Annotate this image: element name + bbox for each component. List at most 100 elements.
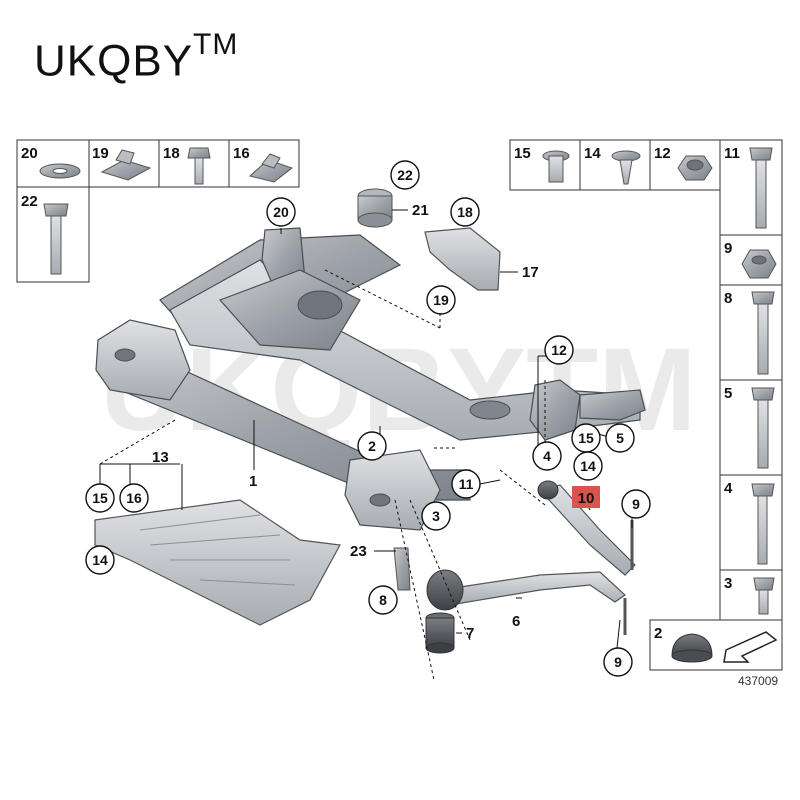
callout-number: 9	[614, 654, 622, 670]
brand-logo: UKQBYTM	[34, 28, 238, 87]
label-number: 23	[350, 543, 367, 560]
clip-nut-icon	[248, 153, 294, 183]
part-number: 15	[514, 145, 531, 162]
part-cell-12: 12	[654, 145, 713, 181]
part-number: 2	[654, 625, 662, 642]
callout-number: 8	[379, 592, 387, 608]
part-cell-16: 16	[233, 145, 294, 183]
expanding-rivet-icon	[611, 150, 641, 185]
wishbone-arm	[426, 569, 627, 635]
part-number: 14	[584, 145, 601, 162]
part-number: 20	[21, 145, 38, 162]
part-number: 9	[724, 240, 732, 257]
callout-16: 16	[119, 483, 149, 513]
part-cell-20: 20	[21, 145, 81, 179]
long-bolt-icon	[751, 291, 775, 375]
callout-3: 3	[421, 501, 451, 531]
callout-number: 5	[616, 430, 624, 446]
right-column-parts-table	[649, 139, 783, 671]
part-cell-15: 15	[514, 145, 570, 183]
callout-number: 4	[543, 448, 551, 464]
part-cell-11: 11	[724, 145, 773, 229]
long-bolt-icon	[751, 483, 775, 565]
rubber-bearing	[425, 612, 455, 654]
callout-9-bottom: 9	[603, 647, 633, 677]
long-bolt-icon	[749, 147, 773, 229]
part-number: 18	[163, 145, 180, 162]
hex-nut-icon	[741, 249, 777, 279]
callout-number: 15	[578, 430, 594, 446]
part-number: 11	[724, 145, 740, 162]
part-number: 22	[21, 193, 38, 210]
part-number: 4	[724, 480, 733, 497]
label-number: 21	[412, 202, 429, 219]
part-number: 3	[724, 575, 732, 592]
label-1: 1	[249, 473, 257, 490]
part-cell-3: 3	[724, 575, 775, 615]
callout-8: 8	[368, 585, 398, 615]
callout-number: 12	[551, 342, 567, 358]
arrow-icon	[723, 631, 778, 663]
underbody-shield	[94, 499, 341, 626]
callout-20: 20	[266, 197, 296, 227]
highlighted-part-10: 10	[572, 486, 600, 508]
callout-number: 19	[433, 292, 449, 308]
callout-number: 9	[632, 496, 640, 512]
part-number: 16	[233, 145, 250, 162]
callout-number: 14	[580, 458, 596, 474]
callout-11: 11	[451, 469, 481, 499]
callout-9-top: 9	[621, 489, 651, 519]
label-number: 7	[466, 625, 474, 642]
callout-19: 19	[426, 285, 456, 315]
label-21: 21	[412, 202, 429, 219]
part-number: 5	[724, 385, 732, 402]
part-cell-14: 14	[584, 145, 641, 185]
label-13: 13	[152, 449, 169, 466]
part-cell-18: 18	[163, 145, 211, 185]
callout-number: 15	[92, 490, 108, 506]
part-number: 12	[654, 145, 671, 162]
part-number: 19	[92, 145, 109, 162]
short-bolt-icon	[187, 147, 211, 185]
callout-2: 2	[357, 431, 387, 461]
callout-18: 18	[450, 197, 480, 227]
washer-icon	[39, 163, 81, 179]
callout-number: 3	[432, 508, 440, 524]
part-number: 8	[724, 290, 732, 307]
callout-4: 4	[532, 441, 562, 471]
callout-number: 11	[459, 476, 474, 492]
clip-nut-icon	[100, 149, 152, 181]
front-axle-subframe	[95, 227, 646, 531]
callout-14-right: 14	[573, 451, 603, 481]
callout-number: 20	[273, 204, 289, 220]
brand-trademark: TM	[193, 28, 239, 61]
label-23: 23	[350, 543, 367, 560]
callout-15-left: 15	[85, 483, 115, 513]
highlight-number: 10	[578, 490, 595, 507]
small-bracket	[393, 547, 411, 591]
part-cell-22: 22	[21, 193, 69, 275]
label-number: 13	[152, 449, 169, 466]
label-number: 6	[512, 613, 520, 630]
reference-number: 437009	[738, 674, 778, 688]
callout-number: 22	[397, 167, 413, 183]
label-number: 17	[522, 264, 539, 281]
part-cell-9: 9	[724, 240, 777, 279]
callout-14-left: 14	[85, 545, 115, 575]
hex-nut-icon	[677, 155, 713, 181]
top-left-parts-table	[16, 139, 300, 283]
callout-number: 18	[457, 204, 473, 220]
callout-number: 14	[92, 552, 108, 568]
part-cell-8: 8	[724, 290, 775, 375]
part-cell-4: 4	[724, 480, 775, 565]
callout-number: 16	[126, 490, 142, 506]
brand-name: UKQBY	[34, 36, 194, 86]
label-7: 7	[466, 625, 474, 642]
mount-bushing	[357, 188, 393, 228]
rubber-cap-icon	[671, 633, 713, 663]
rivet-nut-icon	[542, 150, 570, 183]
tension-strut	[537, 480, 636, 576]
long-bolt-icon	[43, 203, 69, 275]
long-bolt-icon	[751, 387, 775, 469]
